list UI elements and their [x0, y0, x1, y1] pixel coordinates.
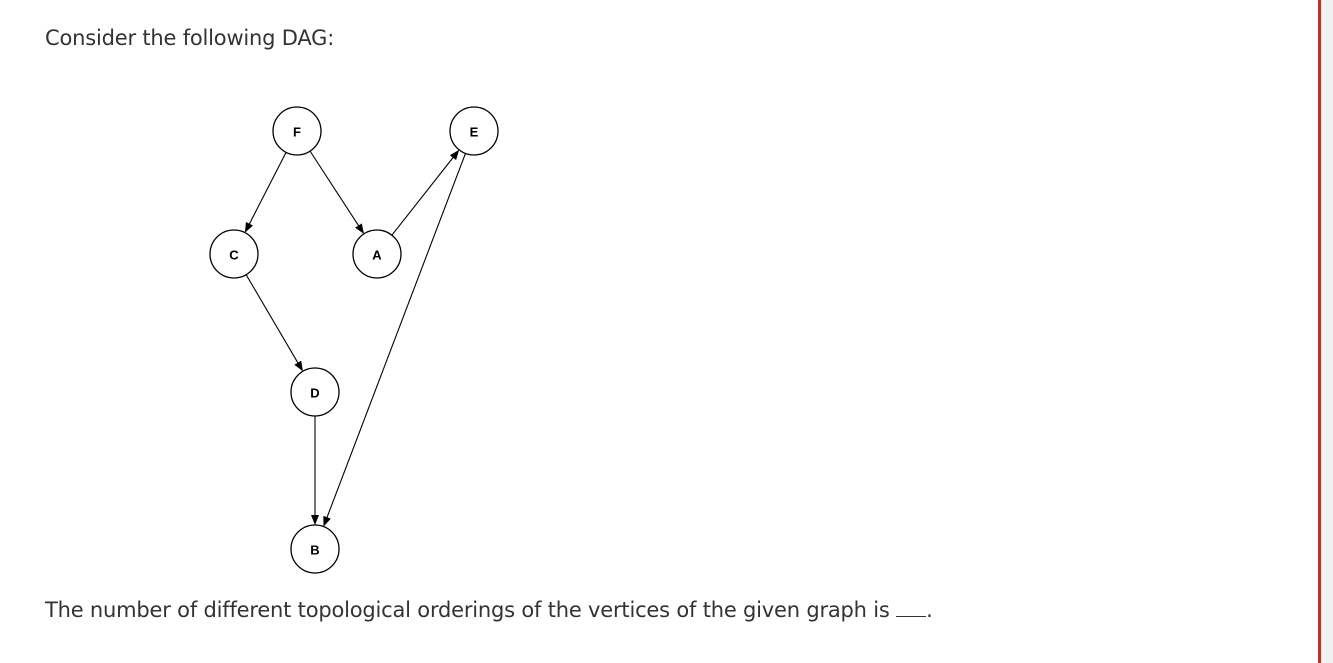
node-circle [290, 367, 340, 417]
question-prompt: The number of different topological orde… [45, 598, 890, 622]
nodes-layer: F E C A D B [209, 106, 499, 574]
node-b: B [290, 524, 340, 574]
edge-a-to-e [391, 149, 460, 236]
edge-f-to-a [309, 150, 364, 234]
node-circle [290, 524, 340, 574]
node-label: D [310, 386, 319, 401]
node-circle [352, 229, 402, 279]
node-a: A [352, 229, 402, 279]
edges-layer [244, 149, 466, 527]
node-label: E [470, 125, 479, 140]
node-circle [449, 106, 499, 156]
node-circle [209, 229, 259, 279]
question-intro: Consider the following DAG: [45, 26, 335, 50]
node-d: D [290, 367, 340, 417]
question-prompt-line: The number of different topological orde… [45, 598, 933, 622]
node-label: A [372, 248, 382, 263]
node-label: C [229, 248, 239, 263]
node-label: F [293, 125, 301, 140]
window-edge [1321, 0, 1333, 663]
node-c: C [209, 229, 259, 279]
panel-border [1318, 0, 1321, 663]
question-suffix: . [926, 598, 933, 622]
edge-f-to-c [244, 152, 287, 233]
node-f: F [272, 106, 322, 156]
edge-e-to-b [323, 153, 466, 527]
node-circle [272, 106, 322, 156]
node-e: E [449, 106, 499, 156]
answer-blank [896, 600, 927, 617]
node-label: B [310, 543, 319, 558]
edge-c-to-d [245, 274, 303, 372]
